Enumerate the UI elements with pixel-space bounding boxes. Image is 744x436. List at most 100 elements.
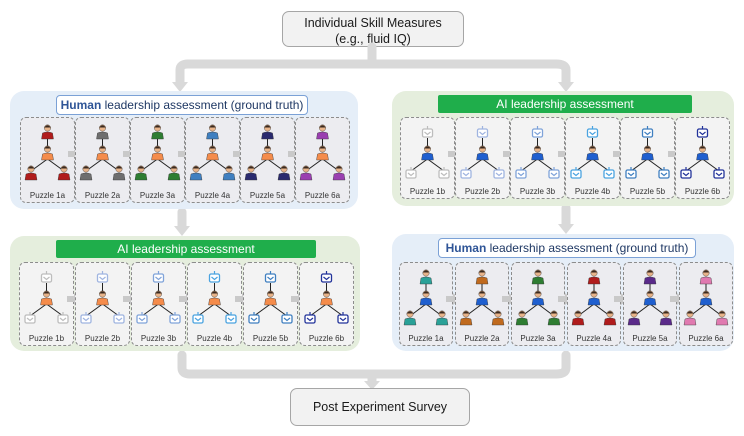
team-diagram [136, 271, 181, 324]
team-diagram [571, 269, 617, 326]
person-icon [587, 269, 601, 285]
puzzle-card: Puzzle 1b [400, 117, 455, 199]
ai-agent-icon [264, 271, 277, 283]
team-link [270, 303, 288, 317]
team-link [197, 303, 215, 317]
panel-bottom-right: Human leadership assessment (ground trut… [392, 234, 734, 351]
ai-agent-icon [421, 126, 434, 138]
puzzle-card: Puzzle 3a [511, 262, 565, 346]
panel-top-left-banner: Human leadership assessment (ground trut… [56, 95, 308, 115]
person-icon [715, 310, 729, 326]
person-icon [167, 165, 181, 181]
ai-agent-icon [641, 126, 654, 138]
team-diagram [248, 271, 293, 324]
team-diagram [189, 124, 236, 181]
team-link [482, 158, 500, 172]
individual-skill-measures-box: Individual Skill Measures (e.g., fluid I… [282, 11, 464, 47]
team-link [465, 158, 483, 172]
ai-agent-icon [548, 167, 560, 179]
person-icon [79, 165, 93, 181]
ai-agent-icon [625, 167, 637, 179]
ai-agent-icon [320, 271, 333, 283]
puzzle-card: Puzzle 2b [455, 117, 510, 199]
ai-agent-icon [24, 312, 36, 324]
puzzle-label: Puzzle 1b [409, 187, 446, 196]
person-icon [491, 310, 505, 326]
person-icon [189, 165, 203, 181]
team-link [214, 303, 232, 317]
connector-top-split [175, 59, 571, 89]
puzzle-card: Puzzle 6b [675, 117, 730, 199]
team-diagram [570, 126, 615, 179]
ai-agent-icon [192, 312, 204, 324]
person-icon [332, 165, 346, 181]
team-diagram [24, 124, 71, 181]
puzzle-card: Puzzle 5b [243, 262, 298, 346]
person-icon [24, 165, 38, 181]
person-icon [316, 124, 329, 140]
team-link [326, 303, 344, 317]
panel-top-left: Human leadership assessment (ground trut… [10, 91, 358, 209]
puzzle-label: Puzzle 4a [194, 191, 231, 200]
puzzle-label: Puzzle 6b [684, 187, 721, 196]
puzzle-card: Puzzle 5b [620, 117, 675, 199]
puzzle-card: Puzzle 3b [510, 117, 565, 199]
puzzle-label: Puzzle 1a [408, 334, 444, 343]
person-icon [41, 124, 54, 140]
ai-agent-icon [438, 167, 450, 179]
person-icon [134, 165, 148, 181]
person-icon [96, 290, 109, 306]
team-link [158, 303, 176, 317]
panel-bottom-left-banner: AI leadership assessment [56, 240, 316, 258]
ai-agent-icon [40, 271, 53, 283]
skill-measures-title: Individual Skill Measures [304, 16, 442, 30]
ai-agent-icon [658, 167, 670, 179]
team-diagram [405, 126, 450, 179]
person-icon [41, 145, 54, 161]
person-icon [696, 145, 709, 161]
team-link [410, 158, 428, 172]
ai-agent-icon [57, 312, 69, 324]
puzzle-card: Puzzle 5a [240, 117, 295, 203]
person-icon [699, 290, 713, 306]
person-icon [57, 165, 71, 181]
banner-human-rest: leadership assessment (ground truth) [101, 98, 304, 112]
team-link [702, 158, 720, 172]
panel-top-right: AI leadership assessment Puzzle 1b Puzzle… [392, 91, 734, 206]
puzzle-label: Puzzle 6a [304, 191, 341, 200]
team-diagram [403, 269, 449, 326]
puzzle-card: Puzzle 2a [455, 262, 509, 346]
ai-agent-icon [531, 126, 544, 138]
team-diagram [79, 124, 126, 181]
person-icon [587, 290, 601, 306]
person-icon [244, 165, 258, 181]
puzzle-card: Puzzle 2a [75, 117, 130, 203]
person-icon [222, 165, 236, 181]
team-diagram [680, 126, 725, 179]
puzzle-card: Puzzle 4b [565, 117, 620, 199]
puzzle-card: Puzzle 3b [131, 262, 186, 346]
puzzle-label: Puzzle 1a [29, 191, 66, 200]
person-icon [299, 165, 313, 181]
team-diagram [625, 126, 670, 179]
person-icon [151, 124, 164, 140]
person-icon [316, 145, 329, 161]
puzzle-card: Puzzle 5a [623, 262, 677, 346]
ai-agent-icon [96, 271, 109, 283]
person-icon [96, 145, 109, 161]
skill-measures-subtitle: (e.g., fluid IQ) [335, 32, 411, 46]
puzzle-label: Puzzle 3a [139, 191, 176, 200]
ai-agent-icon [570, 167, 582, 179]
panel-top-right-banner: AI leadership assessment [438, 95, 692, 113]
puzzle-card: Puzzle 4b [187, 262, 242, 346]
person-icon [151, 145, 164, 161]
team-link [575, 158, 593, 172]
person-icon [627, 310, 641, 326]
ai-agent-icon [460, 167, 472, 179]
puzzle-card: Puzzle 1a [399, 262, 453, 346]
person-icon [459, 310, 473, 326]
team-diagram [304, 271, 349, 324]
person-icon [586, 145, 599, 161]
puzzle-card: Puzzle 2b [75, 262, 130, 346]
